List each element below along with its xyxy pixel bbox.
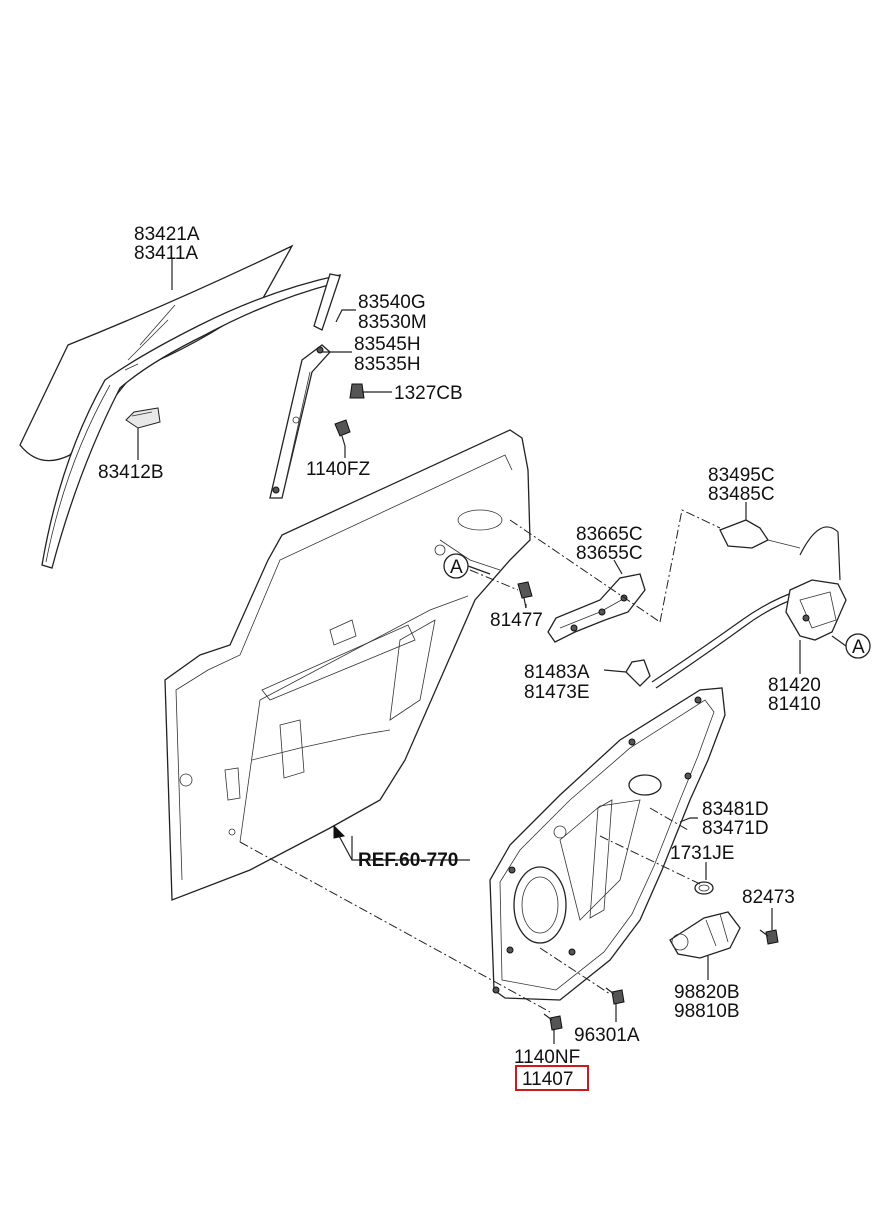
plug-1731je[interactable] [694, 881, 714, 895]
label-83485c: 83485C [708, 484, 775, 505]
label-83665c: 83665C [576, 524, 643, 545]
label-83540g: 83540G [358, 292, 426, 313]
callout-a-left [443, 553, 491, 579]
leader-lines [137, 258, 801, 1044]
glass-run-channel[interactable] [41, 274, 342, 569]
callout-a-right-label: A [852, 637, 865, 658]
glass-holder[interactable] [125, 407, 161, 429]
label-83530m: 83530M [358, 312, 427, 333]
selected-part-box [515, 1065, 589, 1091]
label-81410: 81410 [768, 694, 821, 715]
bolt-1140fz[interactable] [334, 419, 351, 447]
label-83535h: 83535H [354, 354, 421, 375]
label-83421a: 83421A [134, 224, 200, 245]
label-83471d: 83471D [702, 818, 769, 839]
label-98820b: 98820B [674, 982, 740, 1003]
striker-81477[interactable] [517, 581, 533, 609]
label-83411a: 83411A [134, 243, 198, 264]
label-1140fz: 1140FZ [306, 459, 370, 480]
label-81477: 81477 [490, 610, 543, 631]
label-1140nf: 1140NF [514, 1047, 580, 1068]
screw-82473[interactable] [759, 929, 779, 945]
callout-a-left-label: A [450, 557, 463, 578]
label-81420: 81420 [768, 675, 821, 696]
latch-cable[interactable] [651, 589, 803, 689]
label-98810b: 98810B [674, 1001, 740, 1022]
callout-a-right [831, 633, 871, 659]
label-11407: 11407 [522, 1069, 573, 1090]
label-83655c: 83655C [576, 543, 643, 564]
label-81473e: 81473E [524, 682, 590, 703]
label-1327cb: 1327CB [394, 383, 463, 404]
outside-rod[interactable] [719, 519, 841, 581]
door-latch[interactable] [785, 579, 847, 641]
label-1731je: 1731JE [670, 843, 734, 864]
outside-handle-assembly[interactable] [547, 573, 646, 643]
fastener-96301a[interactable] [605, 987, 625, 1005]
label-83495c: 83495C [708, 465, 775, 486]
label-96301a: 96301A [574, 1025, 640, 1046]
label-83545h: 83545H [354, 334, 421, 355]
bolt-1140nf[interactable] [543, 1013, 563, 1031]
rear-channel-strip[interactable] [313, 273, 341, 331]
inside-handle[interactable] [625, 659, 651, 687]
selected-part[interactable]: 11407 [515, 1065, 589, 1091]
door-shell[interactable] [164, 429, 531, 901]
ref-arrow [333, 824, 353, 861]
label-83412b: 83412B [98, 462, 164, 483]
window-motor[interactable] [669, 911, 741, 959]
label-83481d: 83481D [702, 799, 769, 820]
door-module-panel[interactable] [489, 687, 726, 1001]
label-82473: 82473 [742, 887, 795, 908]
clip-1327cb[interactable] [349, 383, 365, 399]
label-ref: REF.60-770 [358, 850, 458, 871]
label-81483a: 81483A [524, 662, 590, 683]
assembly-lines [239, 509, 721, 1013]
